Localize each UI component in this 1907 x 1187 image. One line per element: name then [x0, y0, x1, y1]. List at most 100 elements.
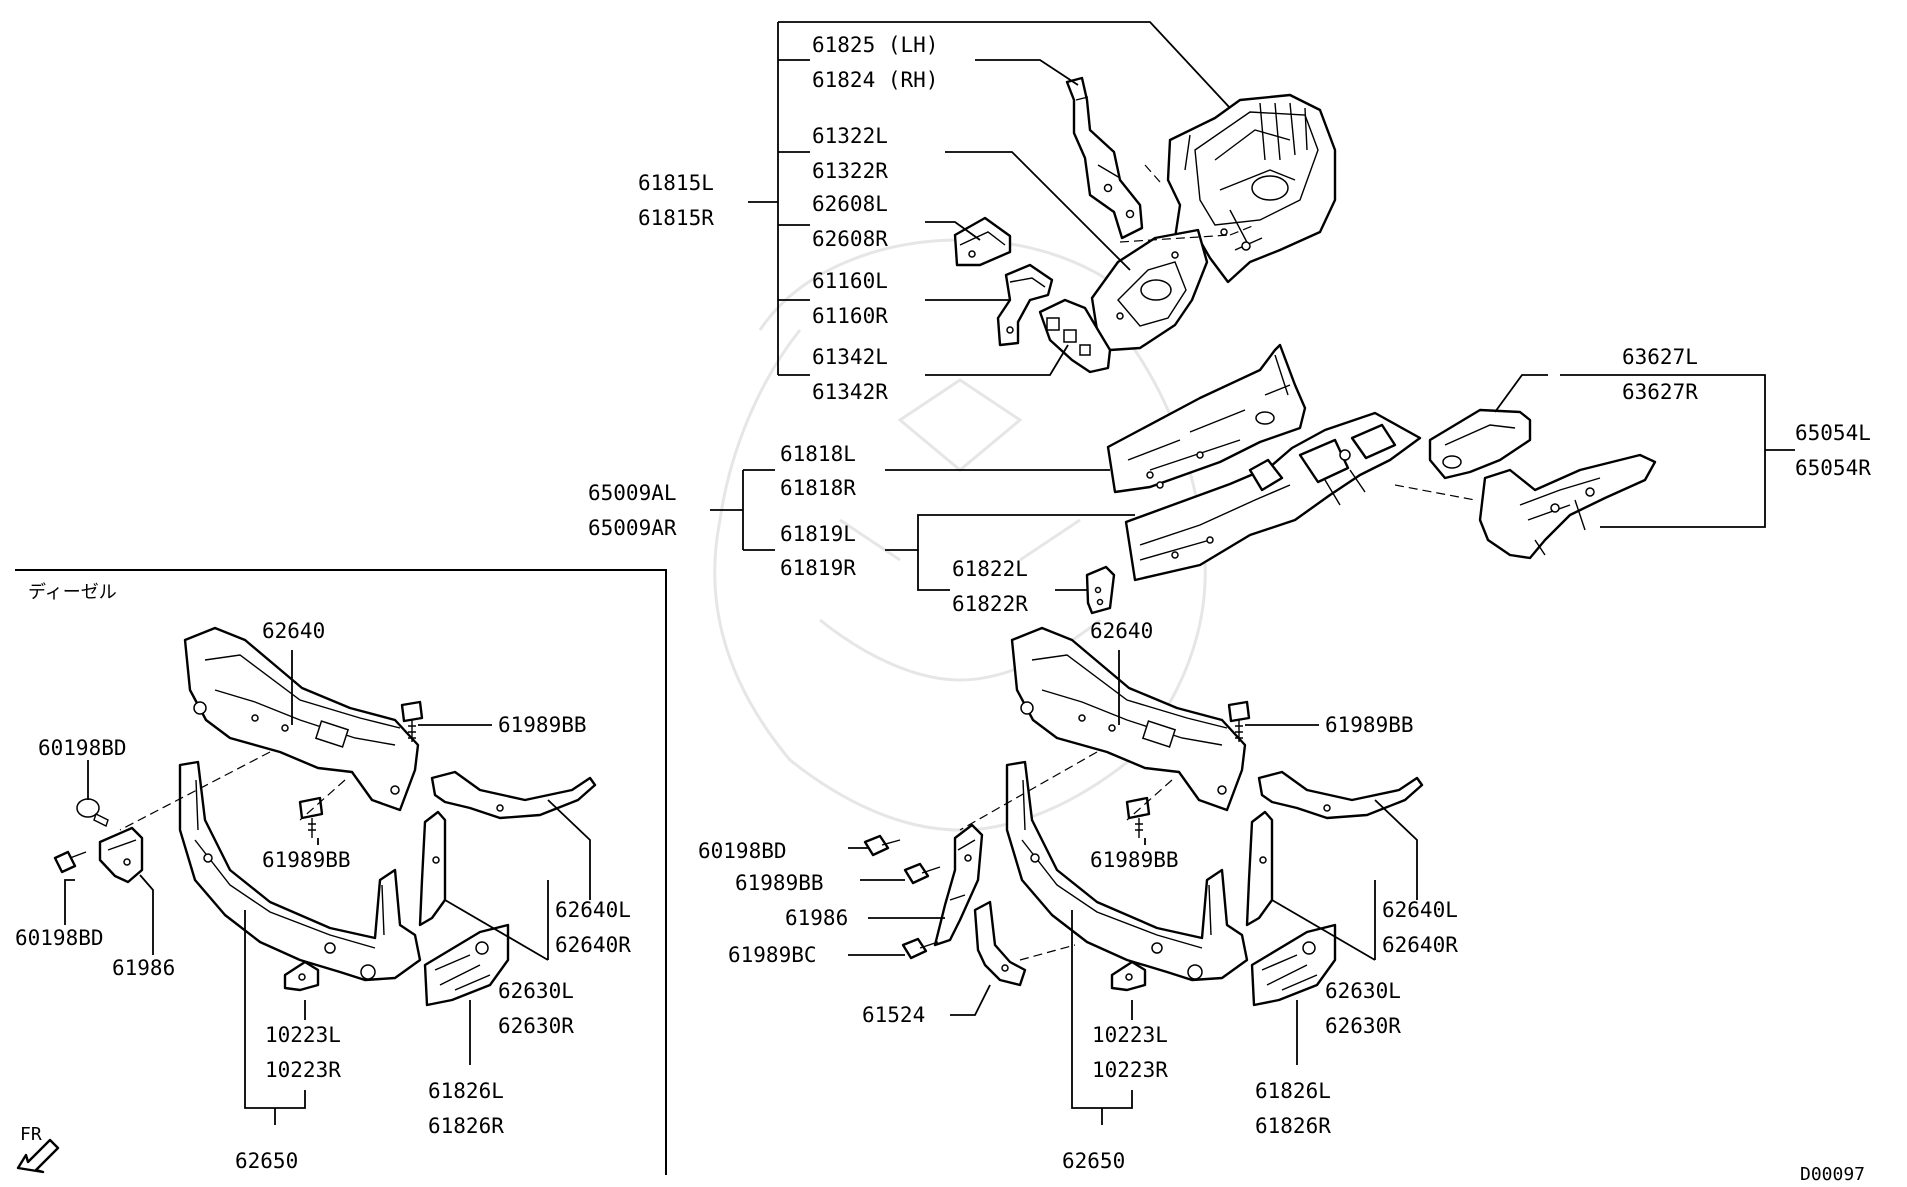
- label-61160L: 61160L: [812, 269, 888, 293]
- brace-63627: [1428, 408, 1532, 480]
- label-65054L: 65054L: [1795, 421, 1871, 445]
- label-left-10223R: 10223R: [265, 1058, 341, 1082]
- mount-10223-right: [1110, 960, 1147, 992]
- label-right-62650: 62650: [1062, 1149, 1125, 1173]
- fr-label: FR: [20, 1124, 42, 1145]
- label-left-62640R: 62640R: [555, 933, 631, 957]
- label-65009AL: 65009AL: [588, 481, 677, 505]
- diagram-code: D00097: [1800, 1164, 1865, 1185]
- bracket-61986-left: [98, 826, 144, 884]
- label-left-61986: 61986: [112, 956, 175, 980]
- leader-lines: [64, 21, 1795, 1125]
- label-right-61989BB-a: 61989BB: [1325, 713, 1414, 737]
- bolt-61989BB-lower-right: [1125, 796, 1151, 838]
- label-61818L: 61818L: [780, 442, 856, 466]
- label-right-10223L: 10223L: [1092, 1023, 1168, 1047]
- section-label-diesel: ディーゼル: [28, 582, 117, 603]
- panel-62630-left: [418, 810, 447, 927]
- label-left-62640L: 62640L: [555, 898, 631, 922]
- label-61822L: 61822L: [952, 557, 1028, 581]
- radiator-support-lower-left: [178, 760, 422, 982]
- side-member-lower: [1124, 411, 1422, 582]
- label-right-61524: 61524: [862, 1003, 925, 1027]
- label-right-61989BB-b: 61989BB: [1090, 848, 1179, 872]
- label-left-10223L: 10223L: [265, 1023, 341, 1047]
- label-61818R: 61818R: [780, 476, 856, 500]
- radiator-support-upper-left: [183, 626, 420, 812]
- bracket-61524: [973, 900, 1027, 987]
- label-61342L: 61342L: [812, 345, 888, 369]
- bracket-61822: [1085, 565, 1116, 615]
- bracket-61160: [996, 263, 1054, 347]
- label-left-62630L: 62630L: [498, 979, 574, 1003]
- label-right-62640: 62640: [1090, 619, 1153, 643]
- bolt-61989BB-upper-left: [400, 700, 424, 742]
- label-right-61826R: 61826R: [1255, 1114, 1331, 1138]
- side-member-upper: [1106, 343, 1307, 494]
- label-61342R: 61342R: [812, 380, 888, 404]
- label-61322L: 61322L: [812, 124, 888, 148]
- fender-apron-panel: [1166, 93, 1337, 284]
- label-62608L: 62608L: [812, 192, 888, 216]
- bolt-61989BB-mid-right: [903, 862, 941, 885]
- label-left-61989BB-b: 61989BB: [262, 848, 351, 872]
- label-61822R: 61822R: [952, 592, 1028, 616]
- label-61819L: 61819L: [780, 522, 856, 546]
- label-left-62650: 62650: [235, 1149, 298, 1173]
- label-65054R: 65054R: [1795, 456, 1871, 480]
- mount-10223-left: [283, 960, 320, 992]
- front-arrow-icon: [16, 1138, 60, 1174]
- side-member-drawing: [1085, 343, 1657, 615]
- bolt-60198BD-right: [863, 834, 901, 857]
- part-labels: 61825 (LH) 61824 (RH) 61322L 61322R 6181…: [15, 33, 1871, 1185]
- label-61825: 61825 (LH): [812, 33, 938, 57]
- label-right-10223R: 10223R: [1092, 1058, 1168, 1082]
- bolt-60198BD-lower-left: [53, 850, 87, 874]
- bolt-61989BB-lower-left: [298, 796, 324, 838]
- panel-62630-right: [1245, 810, 1274, 927]
- label-right-62630R: 62630R: [1325, 1014, 1401, 1038]
- label-left-62640: 62640: [262, 619, 325, 643]
- right-section-drawing: [863, 626, 1424, 1007]
- label-left-61989BB-a: 61989BB: [498, 713, 587, 737]
- cover-61826-right: [1250, 923, 1337, 1007]
- label-63627R: 63627R: [1622, 380, 1698, 404]
- left-section-drawing: [15, 569, 667, 1175]
- label-right-61826L: 61826L: [1255, 1079, 1331, 1103]
- bracket-61986-right: [933, 823, 984, 947]
- label-left-60198BD-b: 60198BD: [15, 926, 104, 950]
- label-61819R: 61819R: [780, 556, 856, 580]
- bolt-60198BD-upper-left: [76, 798, 109, 827]
- label-63627L: 63627L: [1622, 345, 1698, 369]
- cover-61826-left: [423, 923, 510, 1007]
- hood-lock-brace-left: [430, 770, 597, 820]
- bracket-62608: [953, 216, 1012, 267]
- label-right-62630L: 62630L: [1325, 979, 1401, 1003]
- label-61815R: 61815R: [638, 206, 714, 230]
- label-61322R: 61322R: [812, 159, 888, 183]
- label-right-61989BC: 61989BC: [728, 943, 817, 967]
- member-61342: [1038, 298, 1112, 374]
- bolt-61989BB-upper-right: [1227, 700, 1251, 742]
- label-62608R: 62608R: [812, 227, 888, 251]
- bolt-61989BC-right: [901, 937, 939, 960]
- label-right-60198BD: 60198BD: [698, 839, 787, 863]
- label-left-61826R: 61826R: [428, 1114, 504, 1138]
- rear-member-65054: [1478, 453, 1657, 560]
- top-assembly-drawing: [953, 76, 1337, 374]
- label-left-62630R: 62630R: [498, 1014, 574, 1038]
- label-65009AR: 65009AR: [588, 516, 677, 540]
- label-right-61986: 61986: [785, 906, 848, 930]
- label-right-62640L: 62640L: [1382, 898, 1458, 922]
- fender-brace: [1065, 76, 1144, 240]
- hood-lock-brace-right: [1257, 770, 1424, 820]
- label-right-61989BB-c: 61989BB: [735, 871, 824, 895]
- label-61824: 61824 (RH): [812, 68, 938, 92]
- radiator-support-upper-right: [1010, 626, 1247, 812]
- label-61160R: 61160R: [812, 304, 888, 328]
- label-left-60198BD-a: 60198BD: [38, 736, 127, 760]
- label-61815L: 61815L: [638, 171, 714, 195]
- label-right-62640R: 62640R: [1382, 933, 1458, 957]
- radiator-support-lower-right: [1005, 760, 1249, 982]
